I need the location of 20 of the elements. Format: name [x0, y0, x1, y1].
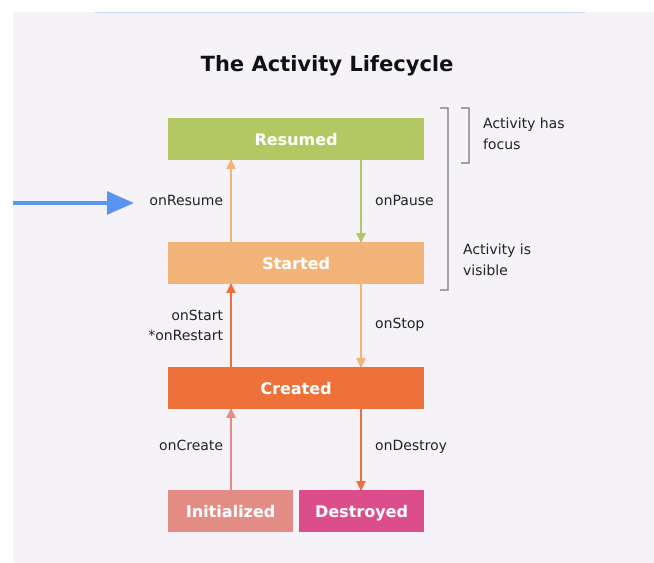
transition-arrow: [226, 283, 236, 367]
state-box: Created: [168, 367, 424, 409]
edge-label: onPause: [375, 192, 434, 211]
state-box: Resumed: [168, 118, 424, 160]
state-note: Activity has focus: [483, 115, 566, 155]
transition-arrow: [226, 408, 236, 490]
edge-label: onStop: [375, 315, 424, 334]
transition-arrow: [356, 160, 366, 243]
edge-label: onStart *onRestart: [147, 307, 223, 346]
state-box: Started: [168, 242, 424, 284]
state-box: Initialized: [168, 490, 293, 532]
edge-label: onCreate: [158, 437, 223, 456]
edge-label: onResume: [148, 192, 223, 211]
state-note: Activity is visible: [463, 241, 532, 281]
state-box: Destroyed: [299, 490, 424, 532]
diagram-title: The Activity Lifecycle: [200, 52, 454, 76]
edge-label: onDestroy: [375, 437, 447, 456]
transition-arrow: [356, 284, 366, 368]
transition-arrow: [226, 159, 236, 242]
transition-arrow: [356, 409, 366, 491]
